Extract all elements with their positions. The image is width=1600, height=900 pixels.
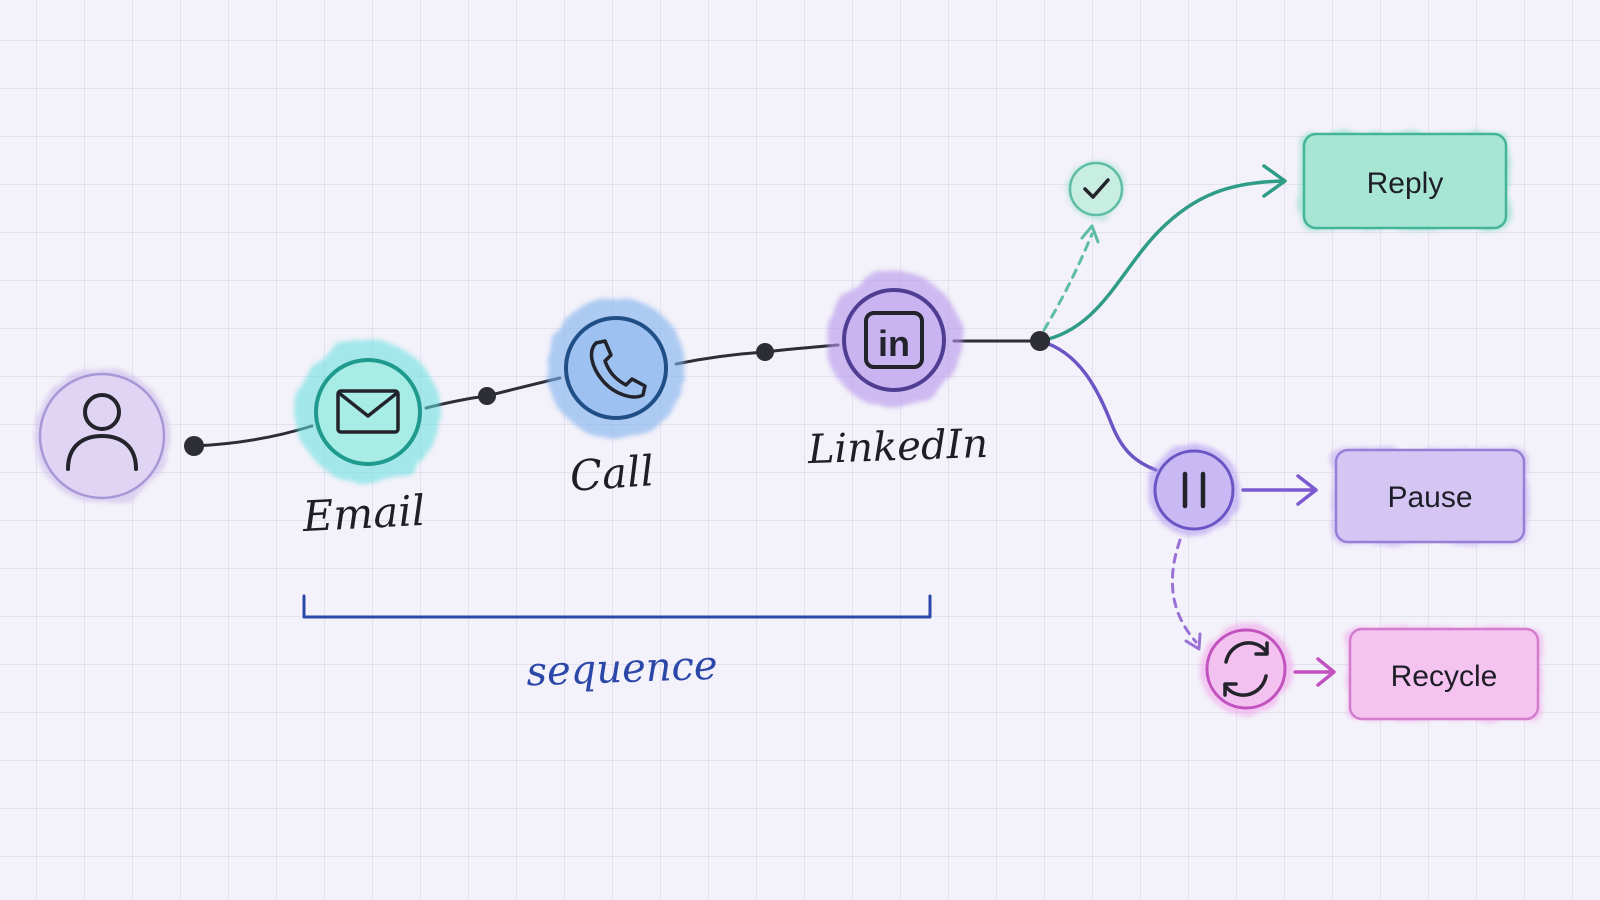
timeline-node xyxy=(478,387,496,405)
pause-arrow xyxy=(1241,474,1318,506)
sequence-label: sequence xyxy=(526,643,719,696)
sequence-bracket xyxy=(302,594,932,619)
pause-box: Pause xyxy=(1332,448,1528,544)
email-step xyxy=(296,340,440,484)
linkedin-icon: in xyxy=(864,311,924,369)
pause-branch-line xyxy=(1038,339,1158,472)
branch-node xyxy=(1030,331,1050,351)
refresh-icon xyxy=(1223,641,1269,697)
person-node xyxy=(34,368,170,504)
recycle-node xyxy=(1200,623,1292,715)
reply-arrowhead xyxy=(1262,164,1287,198)
reply-label: Reply xyxy=(1367,167,1444,200)
pause-icon xyxy=(1182,471,1206,509)
pause-node xyxy=(1148,444,1240,536)
pause-label: Pause xyxy=(1387,481,1472,514)
recycle-dashed-arrowhead xyxy=(1184,632,1202,651)
call-label: Call xyxy=(568,446,655,501)
reply-box: Reply xyxy=(1300,132,1510,230)
check-arrowhead xyxy=(1080,224,1100,244)
linkedin-step: in xyxy=(826,272,962,408)
person-icon xyxy=(66,393,138,471)
timeline-node xyxy=(756,343,774,361)
phone-icon xyxy=(589,339,647,399)
linkedin-glyph: in xyxy=(878,323,910,364)
recycle-label: Recycle xyxy=(1391,660,1498,693)
check-branch-dashed xyxy=(1042,232,1094,332)
timeline-node-start xyxy=(184,436,204,456)
email-label: Email xyxy=(301,486,427,541)
mail-icon xyxy=(336,389,400,434)
recycle-arrow xyxy=(1293,657,1336,687)
check-icon xyxy=(1083,178,1110,199)
recycle-box: Recycle xyxy=(1346,627,1542,721)
check-node xyxy=(1066,159,1126,219)
recycle-branch-dashed xyxy=(1170,538,1198,644)
reply-branch-line xyxy=(1038,179,1286,343)
call-step xyxy=(546,298,686,438)
linkedin-label: LinkedIn xyxy=(806,421,989,473)
